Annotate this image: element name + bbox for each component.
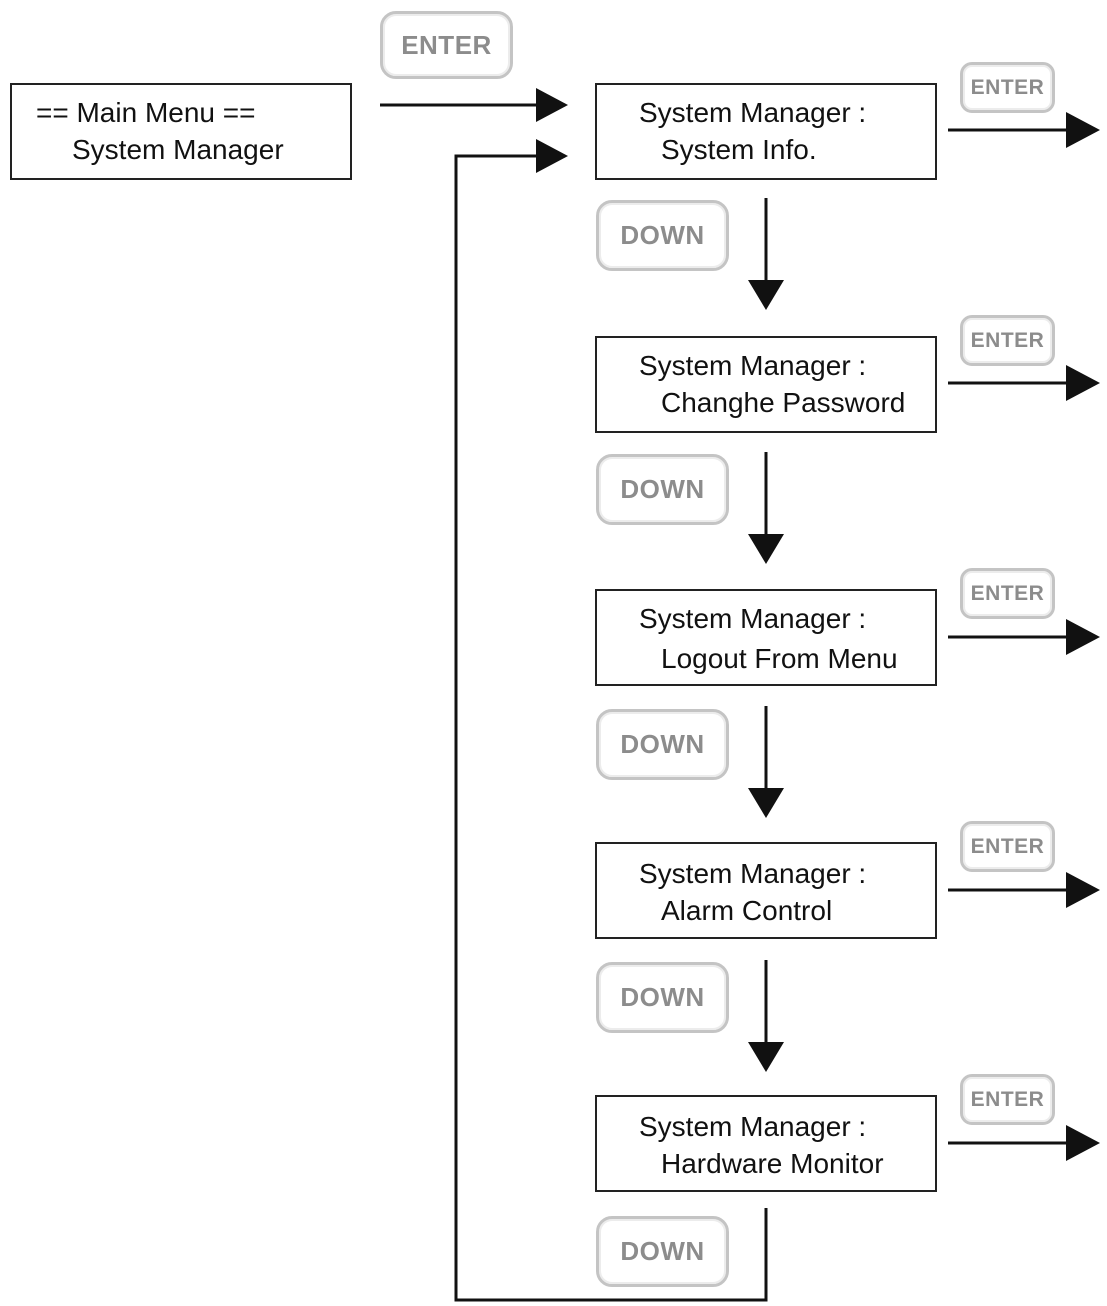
enter-key: ENTER bbox=[960, 568, 1055, 619]
menu-item-label: Alarm Control bbox=[661, 895, 833, 926]
down-key: DOWN bbox=[596, 200, 729, 271]
main-menu-title: == Main Menu == bbox=[36, 97, 256, 128]
menu-item-label: Changhe Password bbox=[661, 387, 906, 418]
menu-item-alarm-control: System Manager : Alarm Control bbox=[595, 842, 937, 939]
menu-item-label: Hardware Monitor bbox=[661, 1148, 884, 1179]
arrowhead-right bbox=[1066, 365, 1100, 401]
loop-back-connector bbox=[454, 154, 768, 1302]
enter-key-main: ENTER bbox=[380, 11, 513, 79]
enter-key: ENTER bbox=[960, 821, 1055, 872]
down-key: DOWN bbox=[596, 962, 729, 1033]
arrowhead-right bbox=[1066, 112, 1100, 148]
enter-key: ENTER bbox=[960, 1074, 1055, 1125]
menu-item-heading: System Manager : bbox=[639, 97, 867, 128]
arrowhead-right bbox=[536, 139, 568, 173]
enter-key: ENTER bbox=[960, 62, 1055, 113]
menu-item-heading: System Manager : bbox=[639, 1111, 867, 1142]
down-key: DOWN bbox=[596, 1216, 729, 1287]
arrowhead-down bbox=[748, 534, 784, 564]
arrowhead-right bbox=[1066, 619, 1100, 655]
menu-item-label: Logout From Menu bbox=[661, 643, 898, 674]
menu-item-change-password: System Manager : Changhe Password bbox=[595, 336, 937, 433]
arrowhead-right bbox=[1066, 1125, 1100, 1161]
menu-item-hardware-monitor: System Manager : Hardware Monitor bbox=[595, 1095, 937, 1192]
arrowhead-down bbox=[748, 788, 784, 818]
main-menu-box: == Main Menu == System Manager bbox=[10, 83, 352, 180]
menu-item-heading: System Manager : bbox=[639, 350, 867, 381]
menu-item-system-info: System Manager : System Info. bbox=[595, 83, 937, 180]
main-menu-subtitle: System Manager bbox=[72, 134, 284, 165]
arrowhead-down bbox=[748, 280, 784, 310]
arrowhead-down bbox=[748, 1042, 784, 1072]
down-key: DOWN bbox=[596, 454, 729, 525]
menu-item-heading: System Manager : bbox=[639, 603, 867, 634]
down-key: DOWN bbox=[596, 709, 729, 780]
menu-item-heading: System Manager : bbox=[639, 858, 867, 889]
enter-key: ENTER bbox=[960, 315, 1055, 366]
menu-item-logout: System Manager : Logout From Menu bbox=[595, 589, 937, 686]
arrowhead-right bbox=[1066, 872, 1100, 908]
menu-item-label: System Info. bbox=[661, 134, 817, 165]
arrowhead-right bbox=[536, 88, 568, 122]
